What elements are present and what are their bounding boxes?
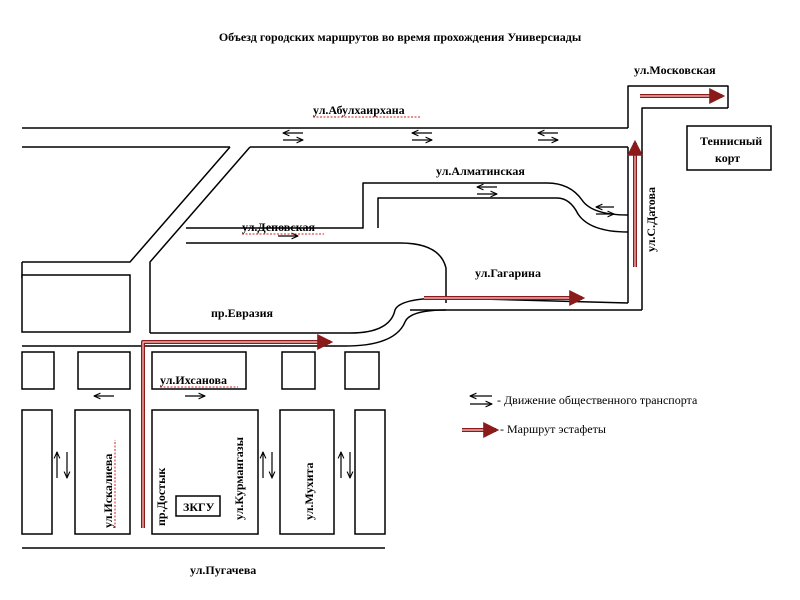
block-7 xyxy=(21,409,53,535)
label-depovskaya: ул.Деповская xyxy=(242,220,315,234)
road-depovskaya-bottom xyxy=(186,242,447,298)
road-moskovskaya-outer xyxy=(627,85,729,128)
label-s-datova: ул.С.Датова xyxy=(644,187,658,252)
label-ikhsanova: ул.Ихсанова xyxy=(160,373,227,387)
road-diagonal-right xyxy=(149,146,251,333)
label-tennis-court-1: Теннисный xyxy=(700,134,762,148)
road-evraziya-bottom xyxy=(22,309,447,347)
block-4 xyxy=(151,351,247,390)
road-moskovskaya-inner xyxy=(641,107,728,152)
label-tennis-court-2: корт xyxy=(715,151,740,165)
legend-transport-text: - Движение общественного транспорта xyxy=(497,393,698,407)
legend: - Движение общественного транспорта - Ма… xyxy=(462,393,698,438)
label-moskovskaya: ул.Московская xyxy=(634,63,716,77)
zkgu-box xyxy=(175,495,221,517)
label-abulkhairkhana: ул.Абулхаирхана xyxy=(313,103,405,117)
road-depovskaya-top xyxy=(186,182,629,229)
road-almatinskaya-inner xyxy=(377,197,629,233)
block-2 xyxy=(21,351,55,390)
legend-relay-text: - Маршрут эстафеты xyxy=(500,422,606,436)
block-8 xyxy=(74,409,131,535)
label-pugacheva: ул.Пугачева xyxy=(190,563,256,577)
label-gagarina: ул.Гагарина xyxy=(475,266,541,280)
road-diagonal-left xyxy=(22,146,231,263)
map-title: Объезд городских маршрутов во время прох… xyxy=(218,30,582,44)
label-evraziya: пр.Евразия xyxy=(211,306,273,320)
label-mukhita: ул.Мухита xyxy=(302,462,316,520)
transport-arrows xyxy=(57,133,614,478)
block-6 xyxy=(344,351,380,390)
relay-route xyxy=(141,88,726,528)
block-5 xyxy=(281,351,316,390)
label-almatinskaya: ул.Алматинская xyxy=(436,164,525,178)
block-1 xyxy=(21,274,131,333)
block-10 xyxy=(279,409,335,535)
label-kurmangazy: ул.Курмангазы xyxy=(232,436,246,520)
label-iskalieva: ул.Искалиева xyxy=(101,454,115,528)
label-zkgu: ЗКГУ xyxy=(183,500,215,514)
label-dostyk: пр.Достык xyxy=(154,468,168,526)
block-3 xyxy=(77,351,131,390)
block-11 xyxy=(354,409,386,535)
tennis-court-block xyxy=(686,125,772,171)
